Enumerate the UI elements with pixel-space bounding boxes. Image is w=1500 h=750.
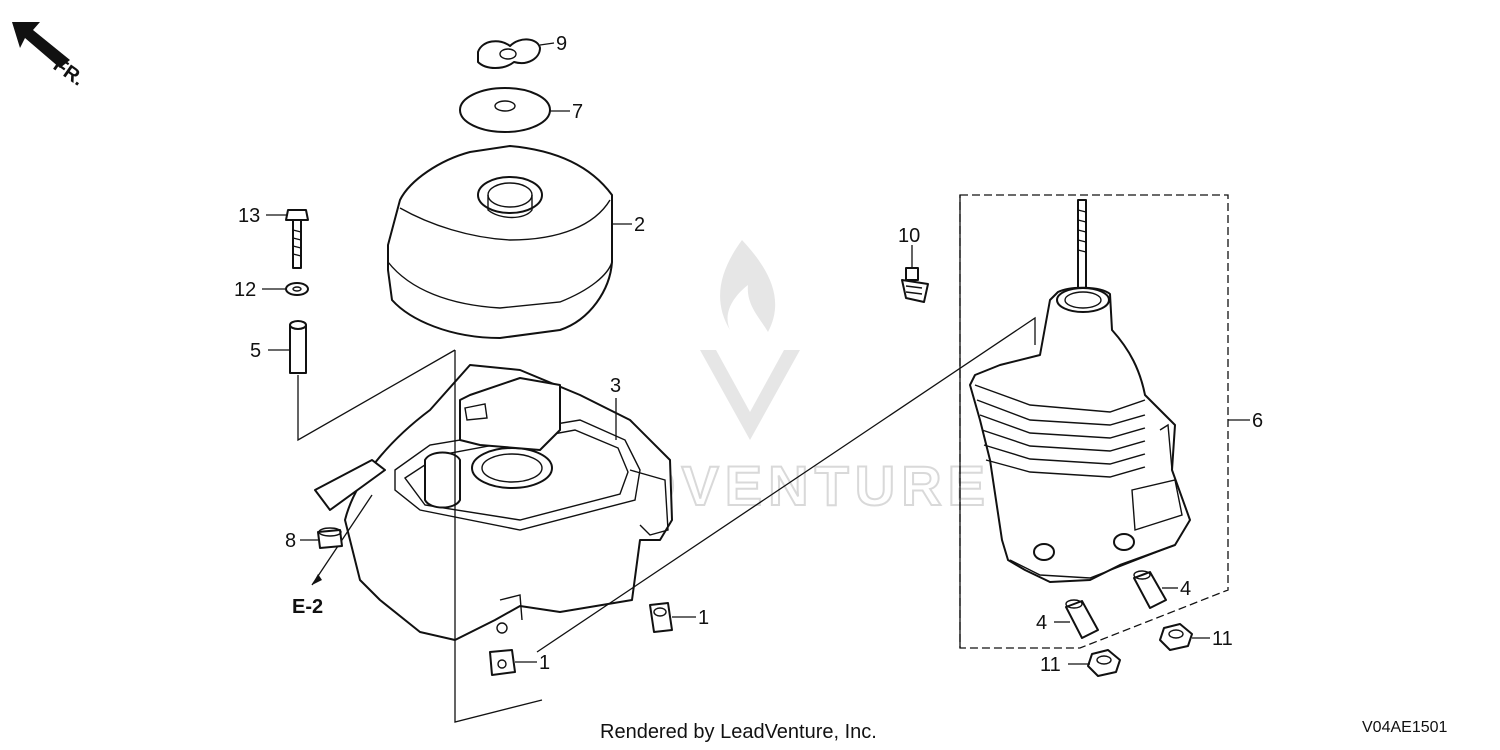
front-direction-arrow-icon <box>12 22 70 68</box>
flame-logo-icon <box>700 240 800 440</box>
callout-1a: 1 <box>698 607 709 629</box>
callout-11a: 11 <box>1212 628 1233 650</box>
wing-nut-part <box>477 38 541 69</box>
callout-2: 2 <box>634 214 645 236</box>
air-cleaner-cover-part <box>387 145 613 339</box>
callout-5: 5 <box>250 340 261 362</box>
washer-part <box>285 282 309 296</box>
diagram-code: V04AE1501 <box>1362 719 1448 736</box>
tube-part-4a <box>1133 570 1167 609</box>
callout-4b: 4 <box>1036 612 1047 634</box>
grommet-part-1a <box>649 602 673 633</box>
collar-part <box>289 320 307 374</box>
nut-part-11a <box>1159 623 1193 651</box>
air-cleaner-case-part <box>314 364 673 641</box>
callout-13: 13 <box>238 205 260 227</box>
breather-plug-part <box>901 267 929 303</box>
grommet-part <box>317 527 343 549</box>
tube-part-4b <box>1065 599 1099 639</box>
callout-8: 8 <box>285 530 296 552</box>
air-cleaner-element-part <box>969 199 1191 583</box>
callout-9: 9 <box>556 33 567 55</box>
bolt-part <box>285 209 309 269</box>
nut-part-11b <box>1087 649 1121 677</box>
callout-3: 3 <box>610 375 621 397</box>
reference-e2: E-2 <box>292 596 323 618</box>
rendered-by-text: Rendered by LeadVenture, Inc. <box>600 721 877 743</box>
callout-10: 10 <box>898 225 920 247</box>
callout-1b: 1 <box>539 652 550 674</box>
grommet-part-1b <box>489 649 516 676</box>
callout-4a: 4 <box>1180 578 1191 600</box>
seal-washer-part <box>459 87 551 133</box>
callout-11b: 11 <box>1040 654 1061 676</box>
callout-6: 6 <box>1252 410 1263 432</box>
callout-12: 12 <box>234 279 256 301</box>
callout-7: 7 <box>572 101 583 123</box>
